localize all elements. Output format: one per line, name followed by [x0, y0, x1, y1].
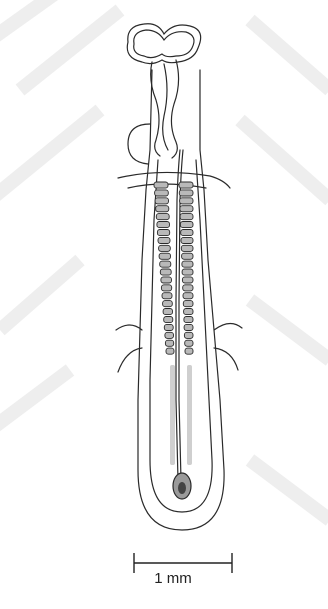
- segment-block: [166, 348, 174, 354]
- gut-strand-right: [187, 365, 192, 465]
- segment-block: [182, 253, 193, 259]
- collar-bulge: [128, 124, 150, 164]
- segment-block: [181, 237, 193, 243]
- segment-block: [160, 269, 171, 275]
- segment-block: [157, 222, 170, 228]
- segment-block: [161, 285, 171, 291]
- segment-block: [185, 340, 193, 346]
- segment-block: [183, 301, 193, 307]
- gut-strand-left: [170, 365, 175, 465]
- segment-block: [159, 253, 170, 259]
- neck-tube-center: [163, 64, 168, 150]
- neck-tube-right: [171, 60, 178, 158]
- segment-block: [184, 309, 193, 315]
- segment-block: [179, 182, 193, 188]
- head-outline: [127, 24, 200, 64]
- segment-block: [183, 285, 193, 291]
- segment-block: [180, 198, 193, 204]
- segment-block: [180, 214, 193, 220]
- segment-block: [161, 277, 172, 283]
- gut-strands: [170, 365, 192, 465]
- segment-block: [155, 190, 169, 196]
- segment-block: [163, 301, 173, 307]
- segment-block: [184, 317, 193, 323]
- segment-column-left: [154, 182, 174, 354]
- segment-block: [165, 332, 174, 338]
- segment-block: [184, 332, 193, 338]
- segment-block: [163, 309, 172, 315]
- segment-block: [182, 261, 193, 267]
- segment-block: [182, 277, 193, 283]
- segment-block: [164, 324, 173, 330]
- segment-block: [179, 190, 193, 196]
- segment-block: [181, 230, 193, 236]
- segment-block: [181, 245, 193, 251]
- segment-block: [158, 237, 170, 243]
- tentacle-left-upper: [116, 325, 142, 330]
- segment-column-right: [179, 182, 193, 354]
- tentacle-right-upper: [214, 323, 242, 330]
- segment-block: [164, 317, 173, 323]
- segment-block: [183, 293, 193, 299]
- segment-block: [160, 261, 171, 267]
- segment-block: [156, 214, 169, 220]
- segment-block: [155, 198, 168, 204]
- segment-block: [162, 293, 172, 299]
- segment-block: [180, 222, 193, 228]
- terminal-bulb-core: [178, 482, 186, 494]
- segment-block: [180, 206, 193, 212]
- collar-band-upper: [118, 172, 230, 188]
- terminal-bulb: [173, 473, 191, 499]
- segment-block: [185, 348, 193, 354]
- scale-bar-label: 1 mm: [143, 570, 203, 587]
- segment-block: [184, 324, 193, 330]
- segment-block: [165, 340, 173, 346]
- segment-block: [157, 230, 169, 236]
- segment-block: [154, 182, 168, 188]
- segment-block: [156, 206, 169, 212]
- segment-block: [182, 269, 193, 275]
- segment-block: [159, 245, 171, 251]
